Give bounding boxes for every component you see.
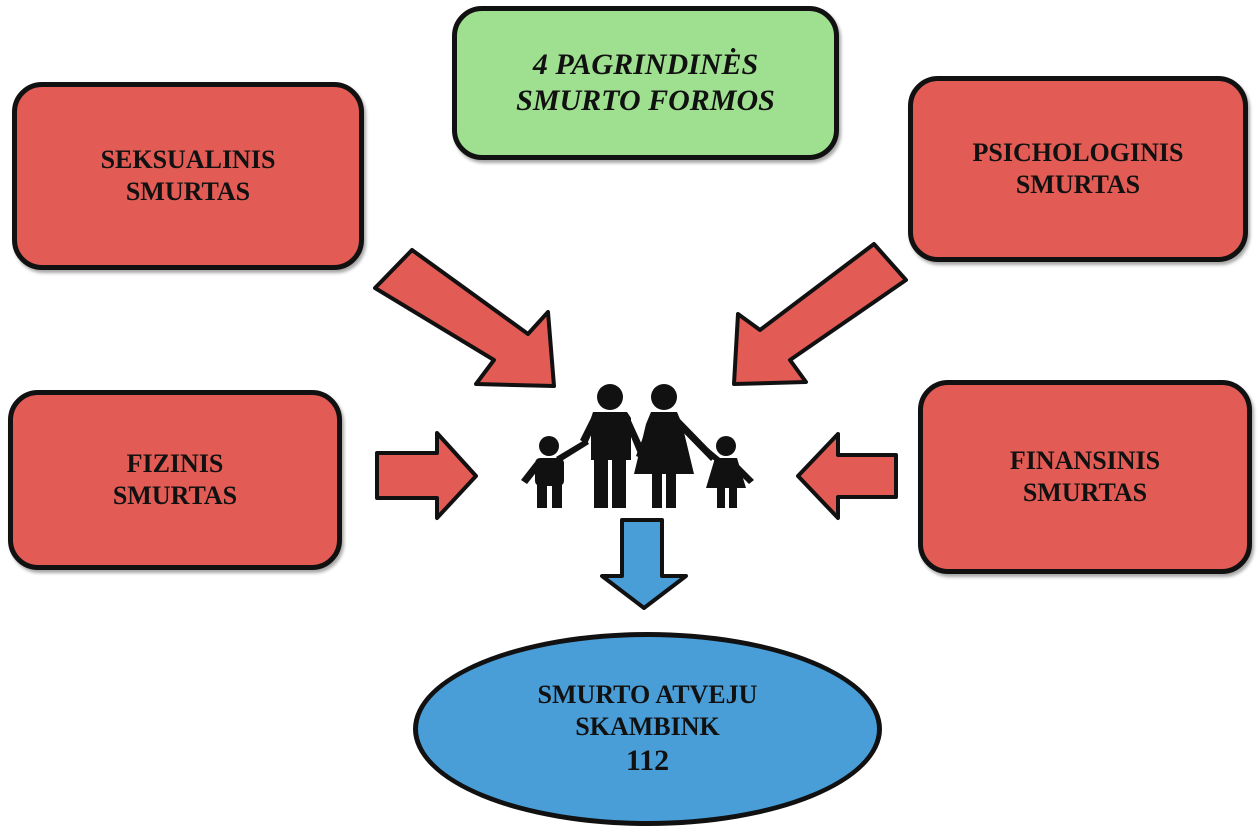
title-line-2: SMURTO FORMOS <box>516 84 775 117</box>
emergency-number: 112 <box>625 744 670 777</box>
title-box: 4 PAGRINDINĖS SMURTO FORMOS <box>452 6 839 160</box>
arrow-psych-to-family <box>732 242 908 386</box>
arrow-family-to-emergency <box>600 518 688 610</box>
emergency-line-1: SMURTO ATVEJU <box>537 680 758 709</box>
form-psych-line-2: SMURTAS <box>1015 170 1141 199</box>
form-box-sexual: SEKSUALINIS SMURTAS <box>12 82 364 270</box>
form-physical-line-2: SMURTAS <box>112 481 238 510</box>
form-finance-line-1: FINANSINIS <box>1009 446 1161 475</box>
form-finance-line-2: SMURTAS <box>1022 478 1148 507</box>
form-box-psychological: PSICHOLOGINIS SMURTAS <box>908 76 1248 262</box>
form-box-financial: FINANSINIS SMURTAS <box>918 380 1252 574</box>
form-physical-line-1: FIZINIS <box>126 449 224 478</box>
family-icon <box>521 384 754 508</box>
emergency-line-2: SKAMBINK <box>575 712 720 741</box>
arrow-finance-to-family <box>796 432 898 520</box>
form-box-physical: FIZINIS SMURTAS <box>8 390 342 570</box>
title-line-1: 4 PAGRINDINĖS <box>532 48 759 81</box>
form-sexual-line-2: SMURTAS <box>125 177 251 206</box>
arrow-sexual-to-family <box>373 248 556 388</box>
form-psych-line-1: PSICHOLOGINIS <box>972 138 1184 167</box>
arrow-physical-to-family <box>375 431 478 520</box>
form-sexual-line-1: SEKSUALINIS <box>100 145 276 174</box>
emergency-ellipse: SMURTO ATVEJU SKAMBINK 112 <box>413 632 882 826</box>
